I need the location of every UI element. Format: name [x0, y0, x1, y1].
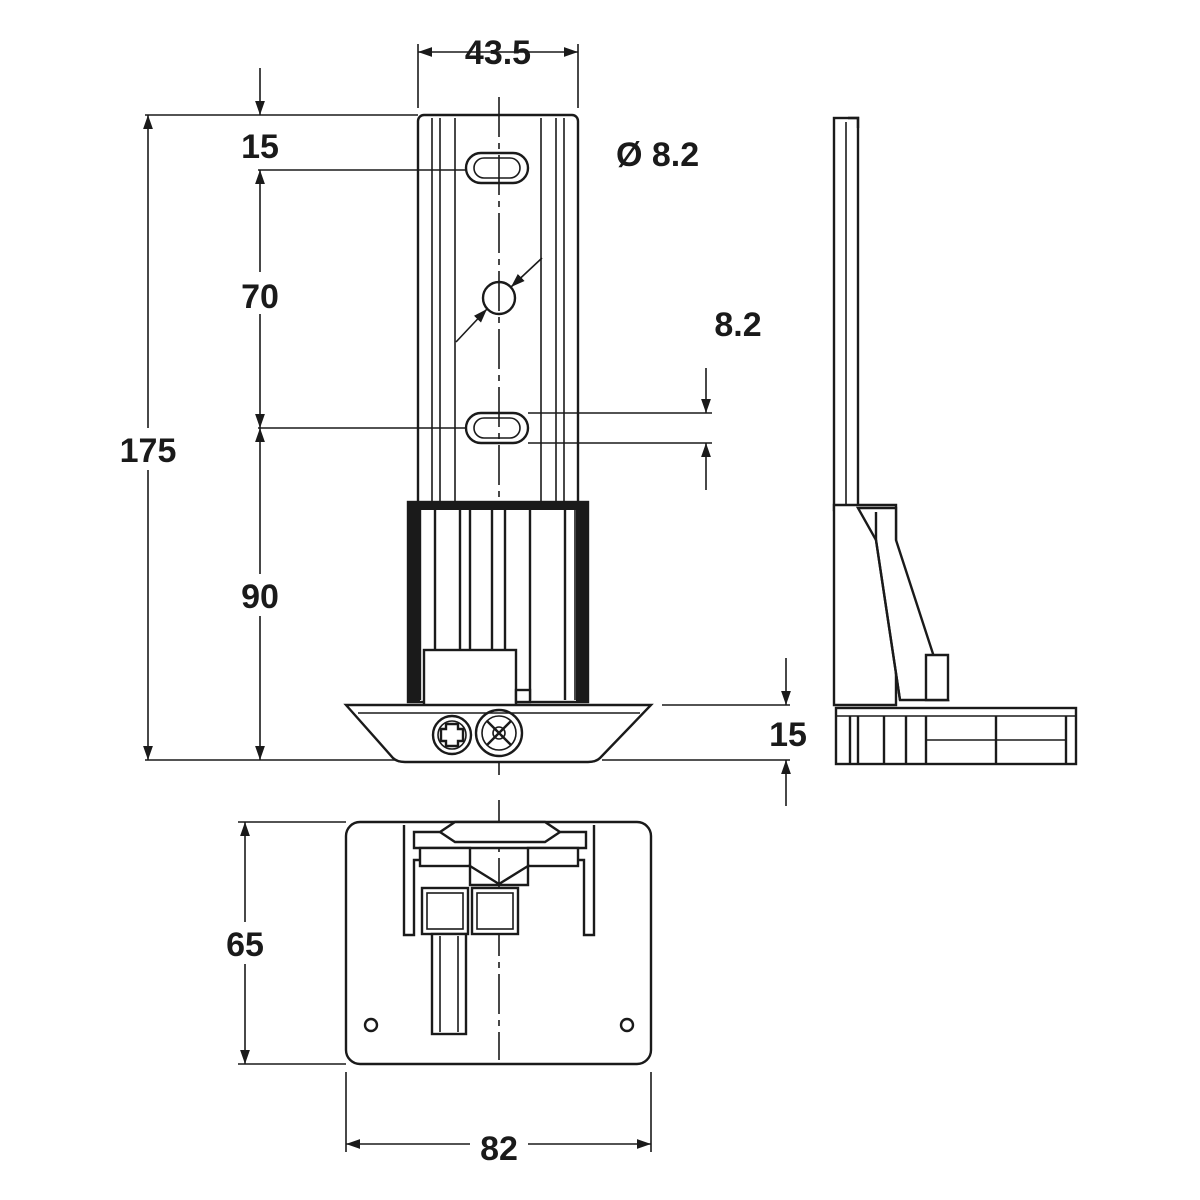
plan-nut-right: [470, 886, 520, 936]
screw-left: [431, 714, 473, 756]
side-foot: [834, 706, 1078, 766]
dim-hole-diameter: Ø 8.2: [616, 136, 699, 174]
plan-dimensions: 65 82: [218, 821, 652, 1168]
plan-nut-left: [420, 886, 470, 936]
dim-overall-height: 175: [120, 432, 177, 470]
dim-foot-height: 15: [769, 716, 807, 754]
front-dimensions: 43.5 15 70 90 175 Ø 8.2 8.2: [110, 34, 807, 806]
adjuster-block: [422, 648, 518, 708]
dim-plan-width: 82: [480, 1130, 518, 1168]
plan-view: [344, 800, 653, 1066]
side-view: [832, 116, 1078, 766]
plan-post: [430, 932, 468, 1036]
plan-hole-right: [619, 1017, 635, 1033]
dim-top-offset: 15: [241, 128, 279, 166]
screw-right: [474, 708, 524, 758]
upper-slot: [464, 151, 530, 185]
dim-width-bracket: 43.5: [465, 34, 531, 72]
plan-hole-left: [363, 1017, 379, 1033]
dim-base-height: 90: [241, 578, 279, 616]
upright-bracket: [416, 113, 580, 512]
dim-slot-spacing: 70: [241, 278, 279, 316]
dim-slot-width: 8.2: [714, 306, 761, 344]
front-view: [343, 97, 654, 780]
dim-plan-depth: 65: [226, 926, 264, 964]
